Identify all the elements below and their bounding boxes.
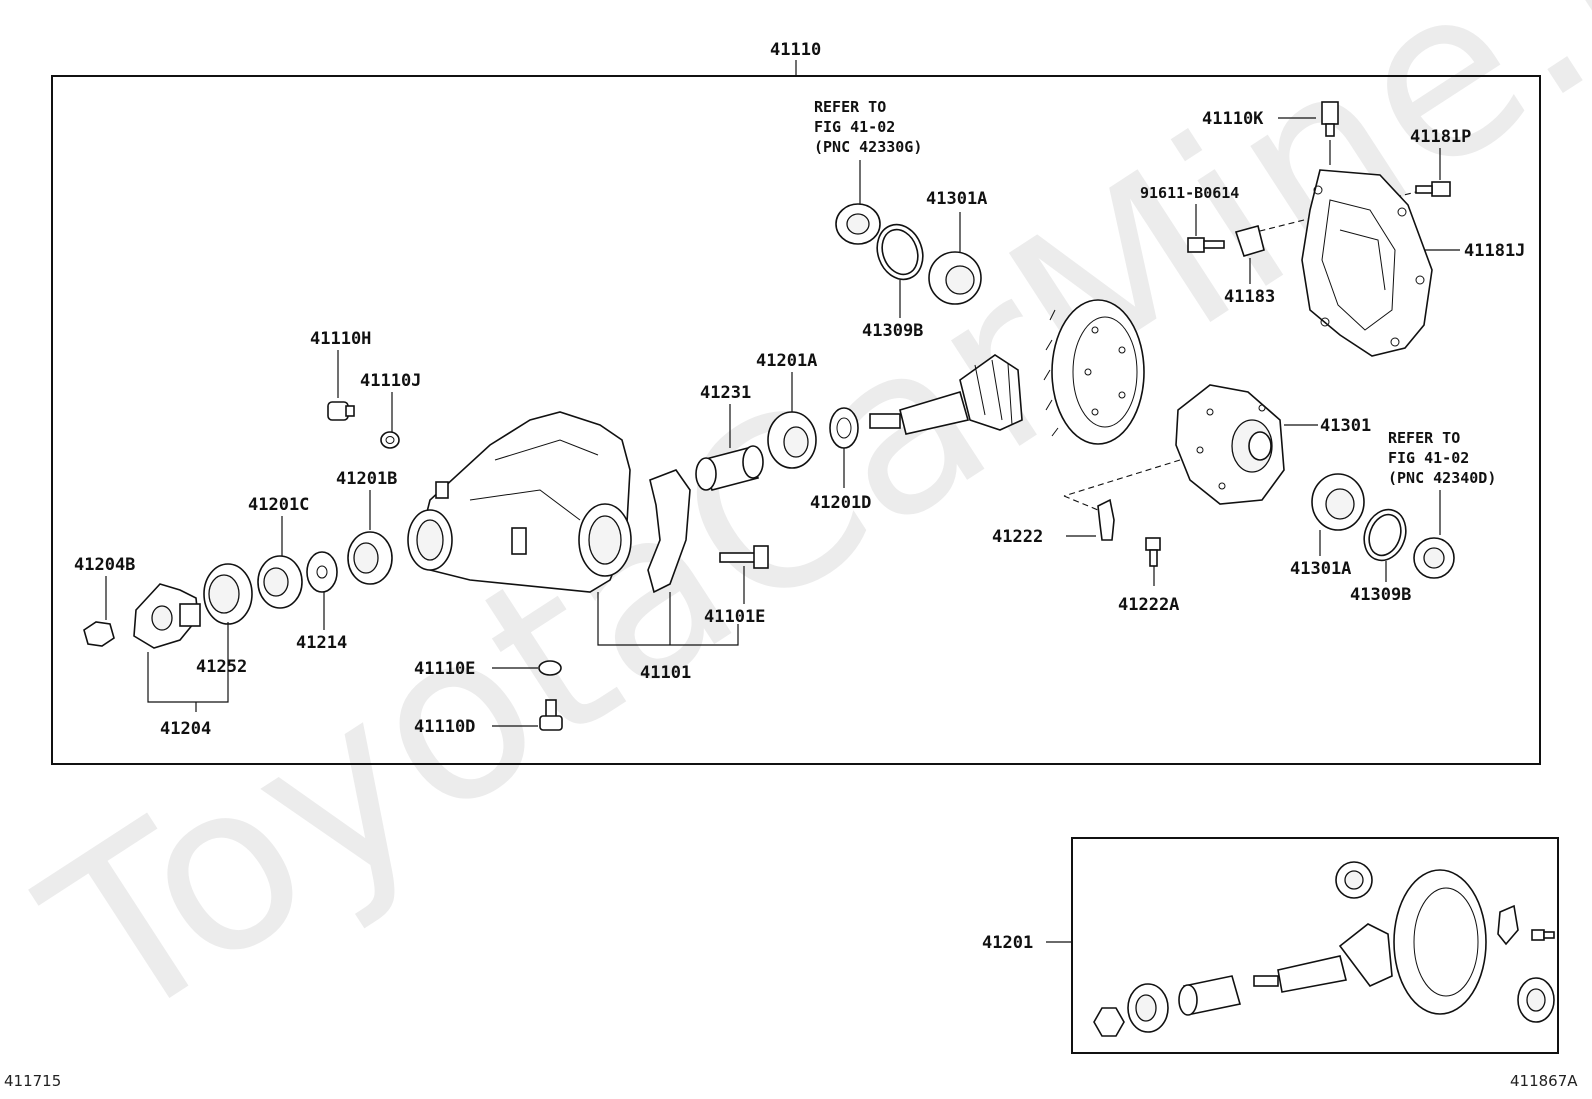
deflector-41252-part[interactable] [203, 563, 253, 625]
label-41101e: 41101E [704, 607, 765, 627]
label-41110k: 41110K [1202, 109, 1264, 129]
gasket-41110e-part[interactable] [538, 660, 562, 676]
sub-bearing-part[interactable] [1127, 983, 1169, 1033]
refer-top-line2: FIG 41-02 [814, 118, 895, 136]
refer-right-line3: (PNC 42340D) [1388, 469, 1496, 487]
bolt-41101e-part[interactable] [719, 545, 769, 569]
spacer-41214-part[interactable] [306, 551, 338, 593]
sub-oil-seal-part[interactable] [1335, 861, 1373, 899]
label-41301a-right: 41301A [1290, 559, 1351, 579]
breather-plug-41110k-part[interactable] [1321, 101, 1339, 137]
oil-seal-41201c-part[interactable] [257, 555, 303, 609]
bearing-41301a-right-part[interactable] [1311, 473, 1365, 531]
differential-case-41301-part[interactable] [1175, 384, 1285, 505]
subassembly-frame [1071, 837, 1559, 1054]
sub-bearing-right-part[interactable] [1517, 977, 1555, 1023]
gasket-41110j-part[interactable] [380, 431, 400, 449]
label-41301a-top: 41301A [926, 189, 987, 209]
label-41201a: 41201A [756, 351, 817, 371]
spacer-41231-part[interactable] [695, 445, 764, 491]
label-41181p: 41181P [1410, 127, 1471, 147]
drive-pinion-part[interactable] [869, 354, 1023, 435]
sub-bolt-part[interactable] [1531, 929, 1555, 941]
shim-41309b-top-part[interactable] [870, 218, 930, 286]
label-41214: 41214 [296, 633, 347, 653]
sub-pinion-part[interactable] [1253, 923, 1393, 993]
nut-41204b-part[interactable] [83, 621, 115, 647]
label-41204: 41204 [160, 719, 211, 739]
refer-top-line3: (PNC 42330G) [814, 138, 922, 156]
label-41110d: 41110D [414, 717, 475, 737]
oil-seal-right-part[interactable] [1413, 537, 1455, 579]
assembly-label: 41110 [770, 40, 821, 60]
carrier-housing-41110-part[interactable] [407, 411, 632, 593]
label-41231: 41231 [700, 383, 751, 403]
label-41183: 41183 [1224, 287, 1275, 307]
label-41201b: 41201B [336, 469, 397, 489]
ring-gear-part[interactable] [1043, 299, 1145, 445]
label-41222a: 41222A [1118, 595, 1179, 615]
refer-right-line1: REFER TO [1388, 429, 1460, 447]
label-41110e: 41110E [414, 659, 475, 679]
bearing-41201a-part[interactable] [767, 411, 817, 469]
lock-plate-41222-part[interactable] [1097, 498, 1115, 541]
refer-right-line2: FIG 41-02 [1388, 449, 1469, 467]
plate-41183-part[interactable] [1234, 225, 1265, 257]
washer-41201d-part[interactable] [829, 407, 859, 449]
label-41201: 41201 [982, 933, 1033, 953]
figure-number-left: 411715 [4, 1072, 61, 1090]
rear-cover-41181j-part[interactable] [1301, 169, 1433, 357]
bolt-41222a-part[interactable] [1145, 537, 1161, 567]
oil-seal-top-part[interactable] [835, 203, 881, 245]
companion-flange-part[interactable] [133, 583, 201, 649]
watermark: ToyotaCarMine.ru [4, 0, 1592, 1077]
label-41309b-right: 41309B [1350, 585, 1411, 605]
label-41101: 41101 [640, 663, 691, 683]
sub-spacer-part[interactable] [1178, 975, 1242, 1016]
label-41201c: 41201C [248, 495, 309, 515]
label-41309b-top: 41309B [862, 321, 923, 341]
label-41110h: 41110H [310, 329, 371, 349]
label-41181j: 41181J [1464, 241, 1525, 261]
bearing-41201b-part[interactable] [347, 531, 393, 585]
label-41301: 41301 [1320, 416, 1371, 436]
label-41222: 41222 [992, 527, 1043, 547]
plug-41110d-part[interactable] [539, 699, 563, 731]
figure-number-right: 411867A [1510, 1072, 1578, 1090]
label-41252: 41252 [196, 657, 247, 677]
plug-41110h-part[interactable] [327, 401, 355, 421]
sub-ring-gear-part[interactable] [1393, 869, 1487, 1015]
bolt-41181p-part[interactable] [1415, 181, 1451, 197]
label-41204b: 41204B [74, 555, 135, 575]
bearing-cap-41101-part[interactable] [647, 469, 691, 594]
sub-nut-part[interactable] [1093, 1007, 1125, 1037]
label-91611-b0614: 91611-B0614 [1140, 184, 1239, 202]
label-41110j: 41110J [360, 371, 421, 391]
refer-top-line1: REFER TO [814, 98, 886, 116]
sub-lock-plate-part[interactable] [1497, 904, 1519, 946]
label-41201d: 41201D [810, 493, 871, 513]
bolt-91611-part[interactable] [1187, 237, 1225, 253]
shim-41309b-right-part[interactable] [1357, 504, 1412, 567]
bearing-41301a-top-part[interactable] [928, 251, 982, 305]
